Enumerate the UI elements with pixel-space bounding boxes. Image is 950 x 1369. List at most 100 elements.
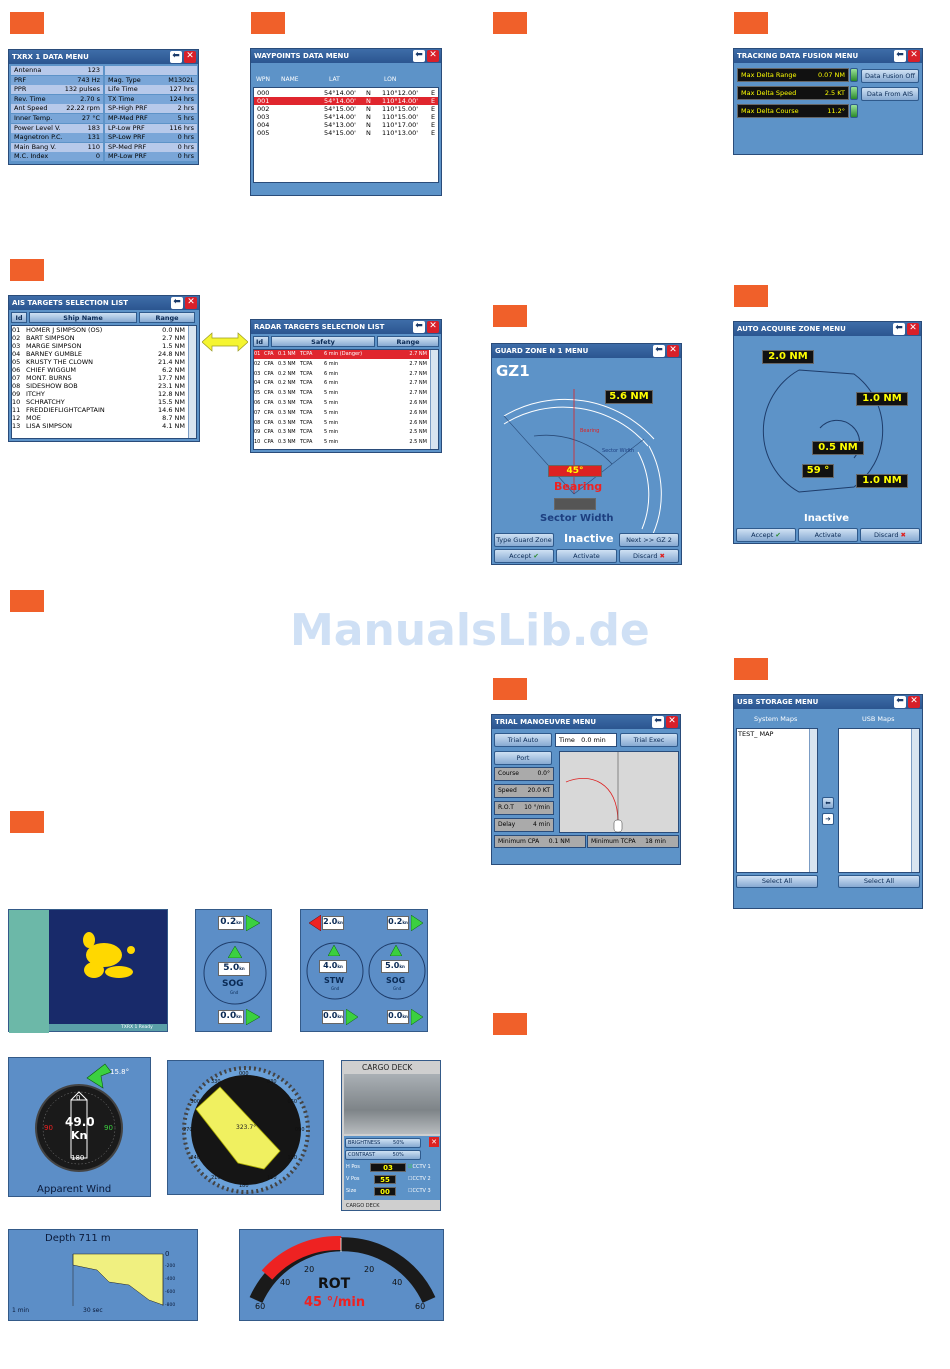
col-safety[interactable]: Safety (271, 336, 375, 347)
value-3[interactable]: 0.5 NM (812, 441, 864, 455)
scrollbar[interactable] (809, 729, 817, 872)
close-icon[interactable]: ✕ (184, 51, 196, 63)
activate-button[interactable]: Activate (556, 549, 617, 563)
move-right-button[interactable]: ➔ (822, 813, 834, 825)
data-from-ais-button[interactable]: Data From AIS (861, 87, 919, 101)
col-id[interactable]: Id (253, 336, 269, 347)
col-range[interactable]: Range (139, 312, 195, 323)
cctv3-checkbox[interactable]: ☐CCTV 3 (408, 1188, 431, 1194)
usb-maps-list[interactable] (838, 728, 920, 873)
close-icon[interactable]: ✕ (427, 321, 439, 333)
hpos-value[interactable]: 03 (370, 1163, 406, 1172)
back-icon[interactable]: ⬅ (894, 50, 906, 62)
stepper[interactable] (850, 86, 858, 100)
data-fusion-off-button[interactable]: Data Fusion Off (861, 69, 919, 83)
back-icon[interactable]: ⬅ (413, 321, 425, 333)
scrollbar[interactable] (430, 350, 438, 449)
discard-button[interactable]: Discard ✖ (860, 528, 920, 542)
system-maps-list[interactable] (736, 728, 818, 873)
range-value[interactable]: 5.6 NM (605, 390, 653, 404)
back-icon[interactable]: ⬅ (413, 50, 425, 62)
brightness-slider[interactable]: BRIGHTNESS 50% (345, 1138, 421, 1148)
trial-exec-button[interactable]: Trial Exec (620, 733, 678, 747)
move-left-button[interactable]: ⬅ (822, 797, 834, 809)
cctv1-checkbox[interactable]: ☑CCTV 1 (408, 1164, 431, 1170)
value-4[interactable]: 59 ° (802, 464, 834, 478)
close-icon[interactable]: ✕ (907, 323, 919, 335)
trial-auto-button[interactable]: Trial Auto (494, 733, 552, 747)
scrollbar[interactable] (188, 326, 196, 438)
close-icon[interactable]: ✕ (667, 345, 679, 357)
close-icon[interactable]: ✕ (185, 297, 197, 309)
cctv2-checkbox[interactable]: ☐CCTV 2 (408, 1176, 431, 1182)
activate-button[interactable]: Activate (798, 528, 858, 542)
close-icon[interactable]: ✕ (429, 1137, 439, 1147)
back-icon[interactable]: ⬅ (894, 696, 906, 708)
stepper[interactable] (850, 104, 858, 118)
value-5[interactable]: 1.0 NM (856, 474, 908, 488)
accept-button[interactable]: Accept ✔ (736, 528, 796, 542)
close-icon[interactable]: ✕ (908, 696, 920, 708)
stepper[interactable] (850, 68, 858, 82)
bearing-value[interactable]: 45° (548, 465, 602, 477)
col-id[interactable]: Id (11, 312, 27, 323)
close-icon[interactable]: ✕ (908, 50, 920, 62)
select-all-system-button[interactable]: Select All (736, 875, 818, 888)
back-icon[interactable]: ⬅ (170, 51, 182, 63)
vpos-value[interactable]: 55 (374, 1175, 396, 1184)
value-1[interactable]: 2.0 NM (762, 350, 814, 364)
discard-button[interactable]: Discard ✖ (619, 549, 679, 563)
back-icon[interactable]: ⬅ (893, 323, 905, 335)
contrast-slider[interactable]: CONTRAST 50% (345, 1150, 421, 1160)
next-gz-button[interactable]: Next >> GZ 2 (619, 533, 679, 547)
close-icon[interactable]: ✕ (666, 716, 678, 728)
back-icon[interactable]: ⬅ (652, 716, 664, 728)
accept-button[interactable]: Accept ✔ (494, 549, 554, 563)
back-icon[interactable]: ⬅ (653, 345, 665, 357)
select-all-usb-button[interactable]: Select All (838, 875, 920, 888)
col-range[interactable]: Range (377, 336, 439, 347)
sector-width-value[interactable] (554, 498, 596, 510)
value-2[interactable]: 1.0 NM (856, 392, 908, 406)
type-guard-zone-button[interactable]: Type Guard Zone (494, 533, 554, 547)
col-ship-name[interactable]: Ship Name (29, 312, 137, 323)
back-icon[interactable]: ⬅ (171, 297, 183, 309)
scrollbar[interactable] (911, 729, 919, 872)
close-icon[interactable]: ✕ (427, 50, 439, 62)
size-value[interactable]: 00 (374, 1187, 396, 1196)
